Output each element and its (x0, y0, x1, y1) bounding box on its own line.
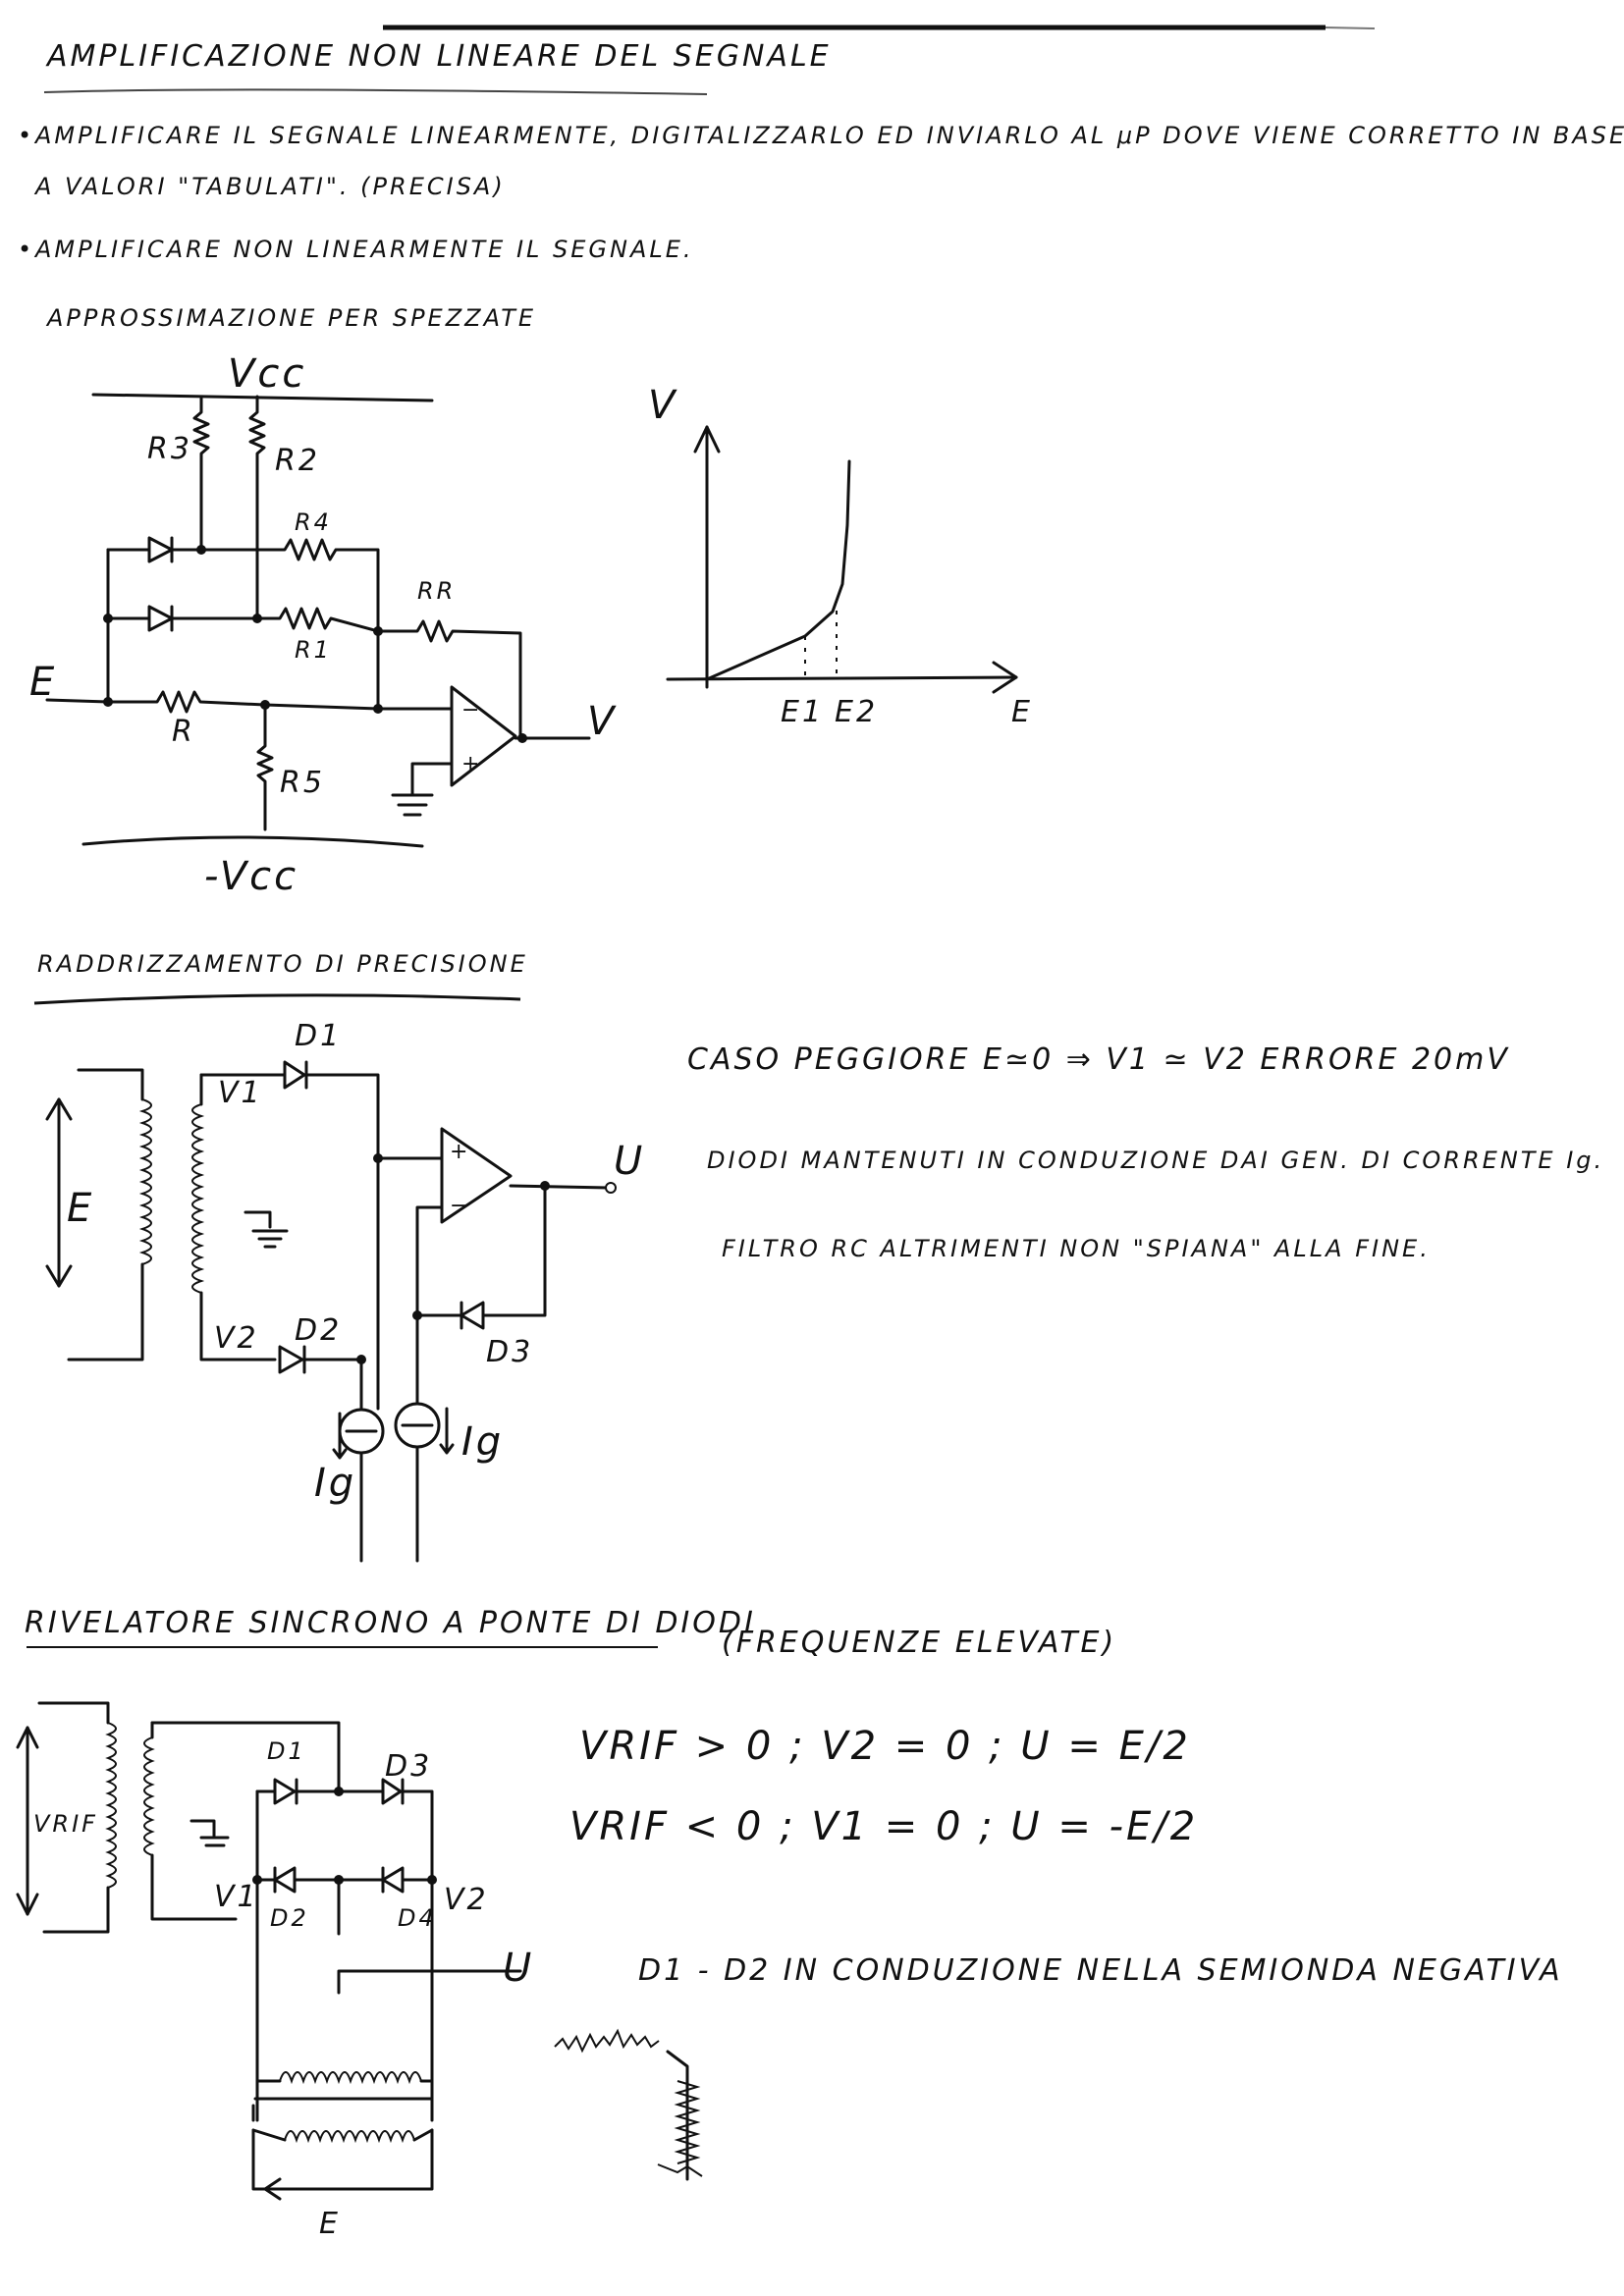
svg-text:+: + (450, 1140, 467, 1164)
r-label: R (172, 715, 195, 749)
neg-vcc-label: -Vcc (204, 854, 299, 899)
d3-label: D3 (486, 1335, 534, 1369)
detector-note-conduction: D1 - D2 IN CONDUZIONE NELLA SEMIONDA NEG… (638, 1953, 1563, 1988)
svg-text:+: + (461, 752, 479, 776)
rr-label: RR (417, 577, 457, 605)
bridge-d3-label: D3 (385, 1749, 433, 1784)
piecewise-circuit-diagram: − + (45, 393, 591, 848)
vcc-label: Vcc (228, 351, 307, 397)
piecewise-graph (666, 425, 1018, 694)
synchronous-detector-diagram (16, 1701, 703, 2201)
svg-text:−: − (461, 698, 479, 722)
graph-y-label: V (648, 383, 678, 428)
bridge-v1-label: V1 (214, 1880, 259, 1914)
rectifier-note-filter: FILTRO RC ALTRIMENTI NON "SPIANA" ALLA F… (722, 1235, 1431, 1262)
r4-label: R4 (295, 508, 332, 536)
v1-label: V1 (218, 1076, 263, 1110)
section1-heading: APPROSSIMAZIONE PER SPEZZATE (47, 304, 537, 332)
r3-label: R3 (147, 432, 192, 466)
rectifier-input-e-label: E (67, 1186, 95, 1231)
graph-e1-label: E1 (781, 695, 825, 729)
bridge-d1-label: D1 (267, 1737, 306, 1765)
svg-text:−: − (450, 1194, 467, 1218)
scan-top-edge (383, 25, 1376, 30)
rectifier-note-worst-case: CASO PEGGIORE E≃0 ⇒ V1 ≃ V2 ERRORE 20mV (687, 1042, 1510, 1077)
v2-label: V2 (214, 1321, 259, 1356)
output-v-label: V (587, 699, 618, 744)
intro-bullet1-line1: AMPLIFICARE IL SEGNALE LINEARMENTE, DIGI… (35, 122, 1624, 149)
bridge-output-u-label: U (503, 1946, 535, 1991)
bullet-dot: • (18, 122, 35, 149)
section3-subheading: (FREQUENZE ELEVATE) (722, 1626, 1117, 1660)
rectifier-circuit-diagram: + − (45, 1060, 617, 1563)
r2-label: R2 (275, 444, 320, 478)
section2-underline (33, 993, 521, 1005)
bridge-v2-label: V2 (444, 1883, 489, 1917)
bullet-dot: • (18, 236, 35, 263)
rectifier-output-u-label: U (614, 1139, 646, 1184)
page-title: AMPLIFICAZIONE NON LINEARE DEL SEGNALE (47, 39, 832, 74)
graph-x-label: E (1011, 695, 1033, 729)
title-underline (43, 88, 708, 95)
bridge-input-e-label: E (319, 2207, 341, 2241)
ig-right-label: Ig (461, 1419, 505, 1465)
vrif-label: VRIF (33, 1810, 98, 1838)
graph-e2-label: E2 (835, 695, 879, 729)
section3-heading: RIVELATORE SINCRONO A PONTE DI DIODI (25, 1606, 756, 1640)
intro-bullet2: AMPLIFICARE NON LINEARMENTE IL SEGNALE. (35, 236, 694, 263)
section3-underline (27, 1646, 658, 1648)
rectifier-note-diodes: DIODI MANTENUTI IN CONDUZIONE DAI GEN. D… (707, 1147, 1605, 1174)
input-e-label: E (29, 660, 58, 705)
intro-bullet1-line2: A VALORI "TABULATI". (PRECISA) (35, 173, 506, 200)
bridge-d2-label: D2 (270, 1904, 309, 1932)
detector-eq-positive: VRIF > 0 ; V2 = 0 ; U = E/2 (579, 1724, 1191, 1769)
section2-heading: RADDRIZZAMENTO DI PRECISIONE (37, 950, 528, 978)
detector-eq-negative: VRIF < 0 ; V1 = 0 ; U = -E/2 (569, 1804, 1199, 1849)
d1-label: D1 (295, 1019, 343, 1053)
d2-label: D2 (295, 1313, 343, 1348)
ig-left-label: Ig (314, 1461, 357, 1506)
r5-label: R5 (280, 766, 325, 800)
r1-label: R1 (295, 636, 332, 664)
bridge-d4-label: D4 (398, 1904, 437, 1932)
